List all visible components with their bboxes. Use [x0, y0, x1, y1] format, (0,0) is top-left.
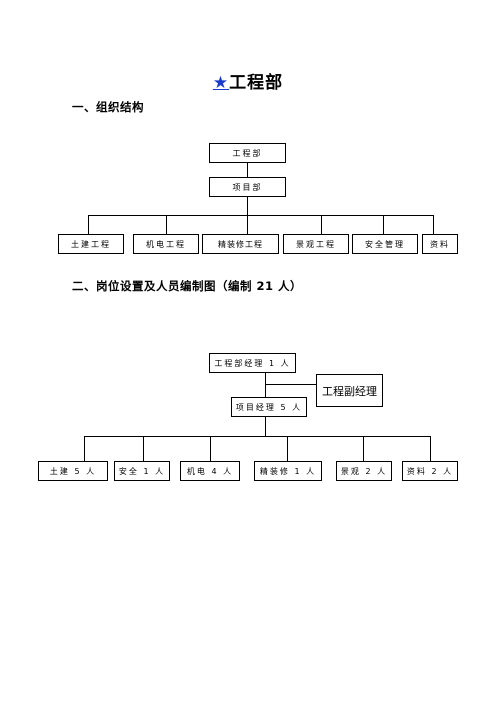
staff-box-interior: 精装修 1 人: [254, 461, 322, 481]
staff-box-manager: 工程部经理 1 人: [209, 353, 296, 373]
section1-heading: 一、组织结构: [72, 100, 144, 114]
connector-line: [166, 215, 167, 235]
staff-box-deputy-manager: 工程副经理: [316, 374, 383, 407]
connector-line: [265, 417, 266, 437]
connector-line: [363, 436, 364, 462]
connector-line: [287, 436, 288, 462]
connector-line: [84, 436, 430, 437]
connector-line: [210, 436, 211, 462]
connector-line: [265, 384, 316, 385]
connector-line: [84, 436, 85, 462]
staff-box-documents: 资料 2 人: [402, 461, 458, 481]
star-icon: ★: [212, 73, 230, 93]
org-box-safety: 安全管理: [352, 234, 418, 254]
connector-line: [247, 163, 248, 178]
staff-box-mep: 机电 4 人: [180, 461, 240, 481]
staff-box-safety: 安全 1 人: [114, 461, 170, 481]
connector-line: [321, 215, 322, 235]
connector-line: [247, 197, 248, 216]
connector-line: [383, 215, 384, 235]
staff-box-landscape: 景观 2 人: [336, 461, 392, 481]
connector-line: [433, 215, 434, 235]
org-box-interior: 精装修工程: [202, 234, 279, 254]
org-box-documents: 资料: [422, 234, 458, 254]
connector-line: [88, 215, 89, 235]
connector-line: [143, 436, 144, 462]
org-box-project-dept: 项目部: [209, 177, 286, 197]
org-box-mep: 机电工程: [133, 234, 199, 254]
staff-box-civil: 土建 5 人: [38, 461, 108, 481]
connector-line: [430, 436, 431, 462]
connector-line: [247, 215, 248, 235]
connector-line: [265, 373, 266, 397]
org-box-civil: 土建工程: [58, 234, 124, 254]
connector-line: [88, 215, 433, 216]
org-box-landscape: 景观工程: [283, 234, 349, 254]
staff-box-project-manager: 项目经理 5 人: [231, 397, 307, 417]
page-title-text: 工程部: [229, 73, 284, 93]
page-title: ★工程部: [0, 68, 496, 93]
org-box-engineering-dept: 工程部: [209, 143, 286, 163]
section2-heading: 二、岗位设置及人员编制图（编制 21 人）: [72, 279, 303, 293]
